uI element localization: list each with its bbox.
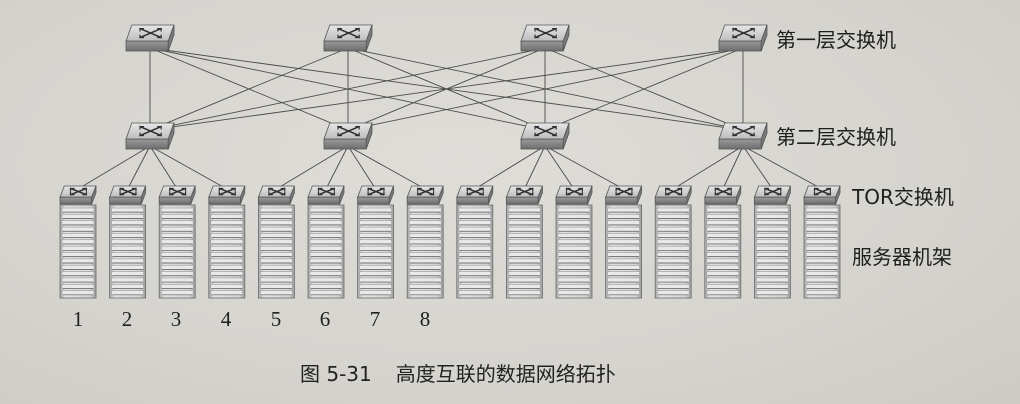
server-rack-icon xyxy=(704,204,742,299)
tor-switch-label: TOR交换机 xyxy=(852,185,954,209)
tor-switch-icon xyxy=(357,185,395,205)
rack-number-1: 1 xyxy=(72,307,84,331)
rack-number-2: 2 xyxy=(121,307,133,331)
link-l2-3-to-tor-9 xyxy=(474,145,546,190)
server-rack-icon xyxy=(555,204,593,299)
server-rack-icon xyxy=(456,204,494,299)
link-l2-3-to-tor-11 xyxy=(544,145,575,190)
server-rack-icon xyxy=(406,204,444,299)
rack-number-7: 7 xyxy=(369,307,381,331)
link-layer xyxy=(77,47,823,190)
rack-number-4: 4 xyxy=(220,307,232,331)
server-rack-icon xyxy=(803,204,841,299)
layer2-switch-icon xyxy=(125,122,175,150)
switch-layer xyxy=(59,24,841,205)
layer1-switch-icon xyxy=(125,24,175,52)
rack-number-3: 3 xyxy=(170,307,182,331)
layer1-switch-icon xyxy=(323,24,373,52)
tor-switch-icon xyxy=(505,185,543,205)
link-l2-2-to-tor-5 xyxy=(276,145,349,190)
server-rack-label: 服务器机架 xyxy=(852,245,952,269)
tor-switch-icon xyxy=(307,185,345,205)
server-rack-icon xyxy=(654,204,692,299)
link-l1-3-to-l2-1 xyxy=(149,47,546,131)
tor-switch-icon xyxy=(208,185,246,205)
link-l1-4-to-l2-3 xyxy=(544,47,744,131)
layer1-switch-icon xyxy=(718,24,768,52)
link-l2-3-to-tor-12 xyxy=(544,145,624,190)
link-l1-2-to-l2-1 xyxy=(149,47,349,131)
link-l2-2-to-tor-8 xyxy=(347,145,426,190)
tor-switch-icon xyxy=(803,185,841,205)
link-l2-1-to-tor-3 xyxy=(149,145,178,190)
rack-number-5: 5 xyxy=(270,307,282,331)
server-rack-icon xyxy=(158,204,196,299)
tor-switch-icon xyxy=(406,185,444,205)
link-l2-3-to-tor-10 xyxy=(523,145,546,190)
tor-switch-icon xyxy=(704,185,742,205)
server-rack-icon xyxy=(605,204,642,299)
layer1-switch-icon xyxy=(520,24,570,52)
layer2-switch-label: 第二层交换机 xyxy=(776,125,896,149)
link-l1-4-to-l2-1 xyxy=(149,47,744,131)
layer1-switch-label: 第一层交换机 xyxy=(776,28,896,52)
tor-switch-icon xyxy=(59,185,97,205)
tor-switch-icon xyxy=(257,185,295,205)
tor-switch-icon xyxy=(456,185,494,205)
figure-title: 高度互联的数据网络拓扑 xyxy=(395,362,616,386)
server-rack-icon xyxy=(59,204,97,299)
figure-number: 图 5-31 xyxy=(300,362,372,386)
tor-switch-icon xyxy=(654,185,692,205)
link-l2-2-to-tor-7 xyxy=(347,145,376,190)
figure-caption: 图 5-31 高度互联的数据网络拓扑 xyxy=(300,358,616,387)
server-rack-icon xyxy=(307,204,345,299)
layer2-switch-icon xyxy=(520,122,570,150)
tor-switch-icon xyxy=(109,185,147,205)
link-l2-1-to-tor-4 xyxy=(149,145,228,190)
rack-number-8: 8 xyxy=(419,307,431,331)
server-rack-icon xyxy=(357,204,395,299)
link-l2-2-to-tor-6 xyxy=(325,145,349,190)
link-l2-4-to-tor-15 xyxy=(742,145,773,190)
tor-switch-icon xyxy=(158,185,196,205)
tor-switch-icon xyxy=(753,185,791,205)
link-l2-4-to-tor-13 xyxy=(672,145,744,190)
server-rack-icon xyxy=(109,204,146,299)
link-l2-4-to-tor-16 xyxy=(742,145,823,190)
tor-switch-icon xyxy=(605,185,643,205)
server-rack-icon xyxy=(208,204,246,299)
rack-number-6: 6 xyxy=(319,307,331,331)
link-l2-1-to-tor-1 xyxy=(77,145,151,190)
server-rack-icon xyxy=(257,204,295,299)
link-l1-4-to-l2-2 xyxy=(347,47,744,131)
link-l2-4-to-tor-14 xyxy=(722,145,744,190)
layer2-switch-icon xyxy=(718,122,768,150)
tor-switch-icon xyxy=(555,185,593,205)
server-rack-icon xyxy=(754,204,791,299)
layer2-switch-icon xyxy=(323,122,373,150)
rack-layer xyxy=(59,204,841,299)
link-l2-1-to-tor-2 xyxy=(127,145,151,190)
server-rack-icon xyxy=(505,204,543,299)
